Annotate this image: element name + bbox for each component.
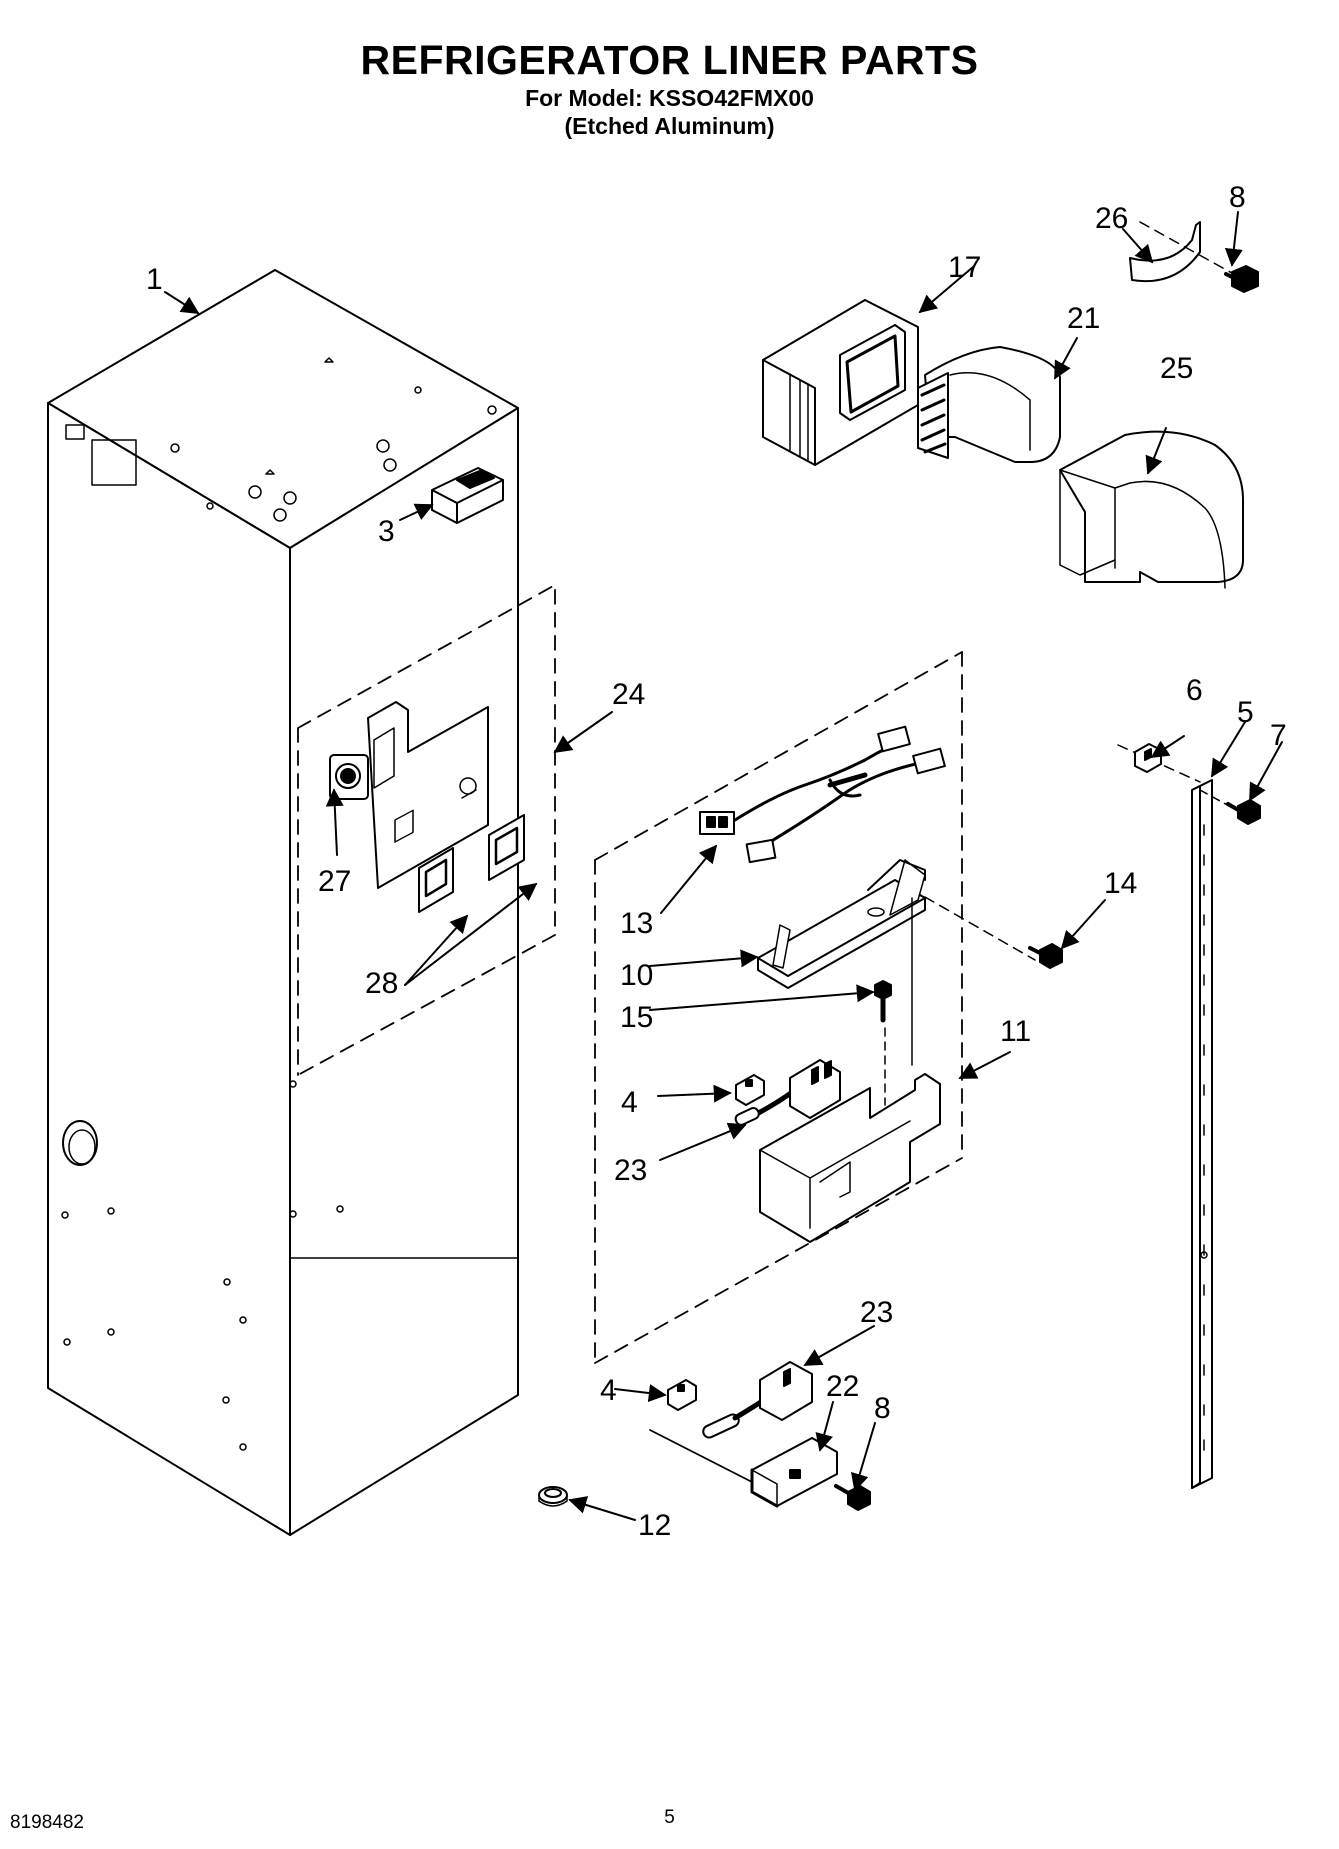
liner-cabinet bbox=[47, 269, 519, 1536]
callout-3: 3 bbox=[378, 515, 395, 548]
part-17-baffle bbox=[762, 299, 919, 466]
callout-4-lower: 4 bbox=[600, 1374, 617, 1407]
part-15-screw bbox=[874, 980, 892, 1023]
callout-12: 12 bbox=[638, 1509, 671, 1542]
part-8-screw-top bbox=[1139, 221, 1259, 293]
callout-11: 11 bbox=[1000, 1015, 1031, 1048]
part-24-module-outline bbox=[297, 584, 556, 1076]
part-23-sensor-upper bbox=[734, 1059, 841, 1126]
callout-14: 14 bbox=[1104, 867, 1137, 900]
part-25-duct-cover bbox=[1059, 430, 1244, 589]
document-number: 8198482 bbox=[10, 1812, 84, 1833]
part-4-clip-upper bbox=[735, 1074, 765, 1106]
callout-8-top: 8 bbox=[1229, 181, 1246, 214]
part-12-plug bbox=[538, 1486, 568, 1507]
part-4-clip-lower bbox=[667, 1379, 697, 1411]
callout-numbers: 1 3 26 8 17 21 25 24 27 28 13 10 15 14 1… bbox=[146, 181, 1287, 1542]
part-21-duct-cover bbox=[917, 346, 1061, 463]
callout-1: 1 bbox=[146, 263, 163, 296]
part-28-pads bbox=[418, 814, 525, 913]
part-26-clip bbox=[1129, 221, 1201, 283]
callout-23-upper: 23 bbox=[614, 1154, 647, 1187]
part-24-control-bracket bbox=[367, 701, 489, 889]
page-number: 5 bbox=[664, 1807, 675, 1828]
callout-10: 10 bbox=[620, 959, 653, 992]
callout-23-lower: 23 bbox=[860, 1296, 893, 1329]
finish-line: (Etched Aluminum) bbox=[564, 113, 775, 139]
callout-6: 6 bbox=[1186, 674, 1203, 707]
part-10-cover bbox=[757, 859, 926, 989]
part-23-sensor-lower bbox=[702, 1361, 813, 1439]
callout-28: 28 bbox=[365, 967, 398, 1000]
part-22-module bbox=[649, 1429, 838, 1508]
callout-25: 25 bbox=[1160, 352, 1193, 385]
model-line: For Model: KSSO42FMX00 bbox=[525, 85, 814, 111]
part-8-screw-bottom bbox=[834, 1484, 871, 1511]
callout-27: 27 bbox=[318, 865, 351, 898]
leader-lines bbox=[164, 211, 1283, 1521]
callout-7: 7 bbox=[1270, 719, 1287, 752]
callout-15: 15 bbox=[620, 1001, 653, 1034]
part-6-clip bbox=[1117, 743, 1201, 783]
page-title: REFRIGERATOR LINER PARTS bbox=[360, 37, 979, 83]
callout-26: 26 bbox=[1095, 202, 1128, 235]
part-5-rail bbox=[1191, 779, 1213, 1489]
callout-21: 21 bbox=[1067, 302, 1100, 335]
part-13-wire-harness bbox=[699, 725, 946, 864]
callout-22: 22 bbox=[826, 1370, 859, 1403]
part-14-screw bbox=[924, 896, 1063, 969]
page-header: REFRIGERATOR LINER PARTS For Model: KSSO… bbox=[0, 36, 1339, 140]
part-27-switch bbox=[329, 754, 369, 800]
callout-17: 17 bbox=[948, 251, 981, 284]
callout-13: 13 bbox=[620, 907, 653, 940]
part-11-box bbox=[759, 897, 941, 1243]
callout-4-upper: 4 bbox=[621, 1086, 638, 1119]
callout-24: 24 bbox=[612, 678, 645, 711]
callout-5: 5 bbox=[1237, 696, 1254, 729]
callout-8-bottom: 8 bbox=[874, 1392, 891, 1425]
